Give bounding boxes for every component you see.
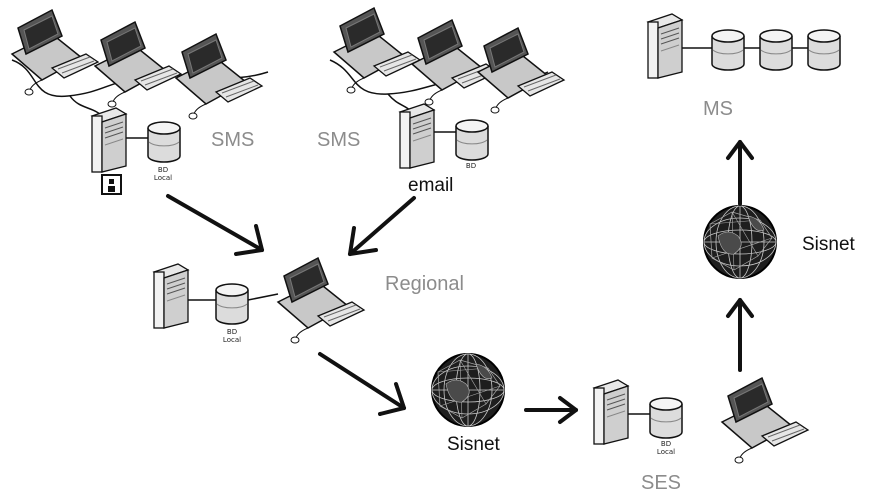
database-icon — [759, 29, 793, 71]
arrow-icon — [524, 396, 578, 424]
ms-label: MS — [703, 98, 733, 120]
arrow-icon — [318, 352, 406, 416]
workstation-icon — [477, 27, 565, 114]
database-icon — [711, 29, 745, 71]
regional-label: Regional — [385, 273, 464, 295]
database-icon — [455, 119, 489, 161]
globe-icon — [703, 205, 777, 279]
workstation-icon — [11, 9, 99, 96]
database-icon — [649, 397, 683, 439]
sms-right-label: SMS — [317, 129, 361, 151]
db-caption-sms-left-line2: Local — [154, 174, 172, 182]
floppy-disk-icon — [101, 174, 122, 195]
workstation-icon — [333, 7, 421, 94]
workstation-icon — [411, 19, 499, 106]
workstation-icon — [721, 377, 809, 464]
database-icon — [807, 29, 841, 71]
email-label: email — [408, 175, 454, 196]
arrow-icon — [166, 194, 264, 256]
server-icon — [91, 107, 127, 173]
db-caption-sms-right-line1: BD — [466, 162, 476, 170]
globe-icon — [431, 353, 505, 427]
sms-left-label: SMS — [211, 129, 255, 151]
db-caption-regional-line2: Local — [223, 336, 241, 344]
db-caption-sms-left-line1: BD — [158, 166, 168, 174]
ses-label: SES — [641, 472, 682, 494]
workstation-icon — [277, 257, 365, 344]
arrow-icon — [348, 196, 416, 256]
db-caption-ses-line1: BD — [661, 440, 671, 448]
sisnet-bottom-label: Sisnet — [447, 434, 500, 455]
db-caption-ses-line2: Local — [657, 448, 675, 456]
sisnet-right-label: Sisnet — [802, 234, 855, 255]
server-icon — [647, 13, 683, 79]
link-line — [247, 293, 279, 301]
server-icon — [399, 103, 435, 169]
server-icon — [153, 263, 189, 329]
workstation-icon — [94, 21, 182, 108]
arrow-icon — [726, 298, 754, 372]
database-icon — [147, 121, 181, 163]
arrow-icon — [726, 140, 754, 206]
database-icon — [215, 283, 249, 325]
db-caption-regional-line1: BD — [227, 328, 237, 336]
server-icon — [593, 379, 629, 445]
